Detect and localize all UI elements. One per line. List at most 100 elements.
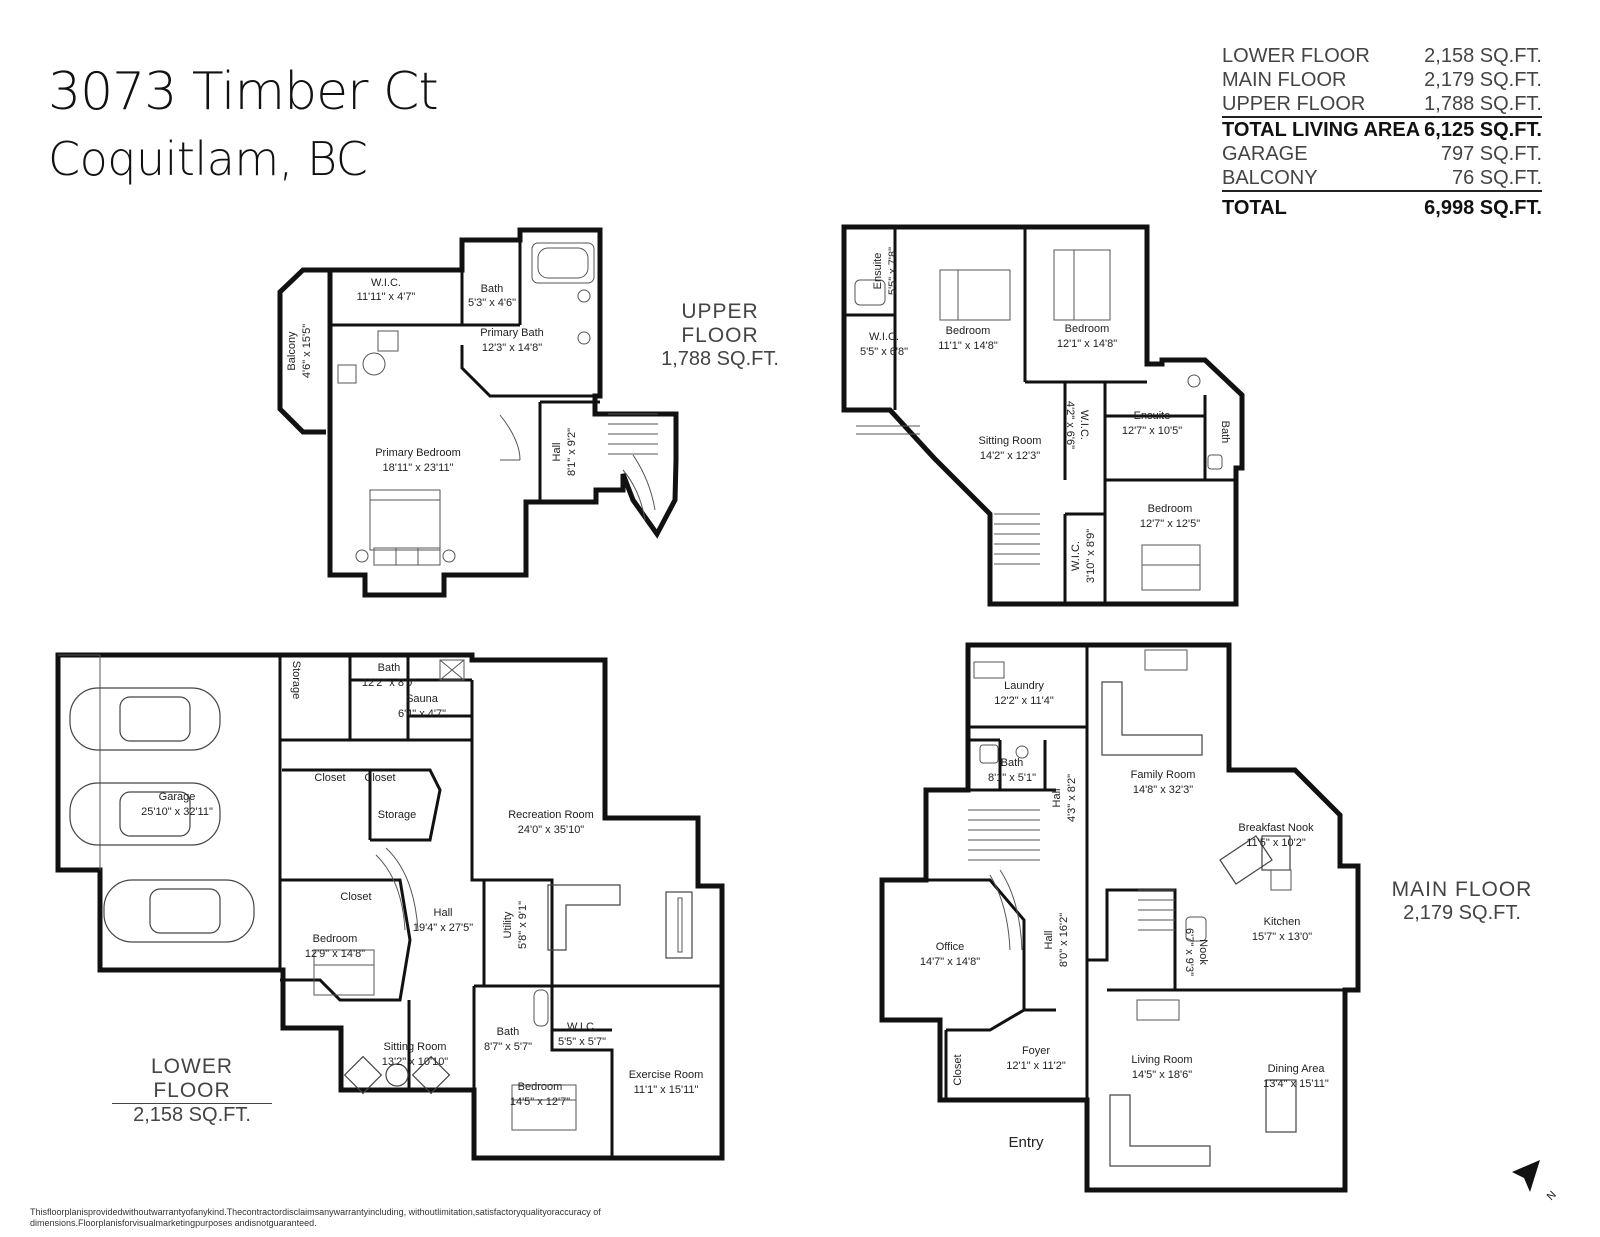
floor-area: 1,788 SQ.FT.	[661, 348, 779, 370]
room-dim: 12'1" x 11'2"	[1006, 1060, 1066, 1072]
room-dim: 4'2" x 6'6"	[1064, 401, 1076, 449]
room-name: Dining Area	[1268, 1063, 1326, 1075]
room-dim: 11'1" x 14'8"	[938, 340, 998, 352]
room-name: W.I.C.	[1070, 541, 1082, 571]
room-dim: 12'9" x 14'8"	[305, 948, 365, 960]
room-dim: 13'4" x 15'11"	[1263, 1078, 1329, 1090]
room-name: Closet	[340, 891, 371, 903]
room-dim: 4'6" x 15'5"	[301, 324, 313, 378]
room-name: Bath	[481, 283, 504, 295]
room-name: Sauna	[406, 693, 439, 705]
room-name: Primary Bath	[480, 327, 544, 339]
room-name: Balcony	[286, 331, 298, 371]
room-dim: 6'7" x 9'3"	[1183, 928, 1195, 976]
area-label: TOTAL	[1222, 197, 1287, 219]
room-dim: 13'2" x 10'10"	[382, 1056, 449, 1068]
room-name: W.I.C.	[1078, 410, 1090, 440]
car-icon	[103, 879, 255, 943]
area-value: 797 SQ.FT.	[1440, 143, 1542, 165]
room-dim: 19'4" x 27'5"	[413, 922, 473, 934]
room-name: Bedroom	[1065, 323, 1110, 335]
room-dim: 8'0" x 16'2"	[1058, 913, 1070, 967]
room-dim: 15'7" x 13'0"	[1252, 931, 1312, 943]
room-name: Nook	[1197, 939, 1209, 965]
room-name: Bath	[378, 662, 401, 674]
room-name: Hall	[1051, 789, 1063, 808]
address-line-2: Coquitlam, BC	[48, 132, 368, 186]
room-name: Bath	[497, 1026, 520, 1038]
room-name: Ensuite	[872, 253, 884, 290]
room-name: Hall	[434, 907, 453, 919]
room-name: Closet	[952, 1054, 964, 1085]
address-line-1: 3073 Timber Ct	[48, 62, 439, 122]
room-dim: 24'0" x 35'10"	[518, 824, 585, 836]
room-dim: 11'1" x 15'11"	[634, 1084, 699, 1096]
room-dim: 12'1" x 14'8"	[1057, 338, 1117, 350]
room-dim: 12'7" x 12'5"	[1140, 518, 1200, 530]
room-name: Storage	[290, 661, 302, 700]
room-dim: 8'7" x 5'7"	[484, 1041, 532, 1053]
room-dim: 5'3" x 4'6"	[468, 297, 516, 309]
upper-floor-primary-suite: W.I.C. 11'11" x 4'7" Bath 5'3" x 4'6" Pr…	[277, 227, 679, 598]
floor-area: 2,179 SQ.FT.	[1403, 902, 1521, 924]
area-row-garage: GARAGE 797 SQ.FT.	[1222, 142, 1542, 166]
room-name: Foyer	[1022, 1045, 1050, 1057]
room-name: Living Room	[1131, 1054, 1192, 1066]
area-label: BALCONY	[1222, 167, 1318, 189]
room-name: Sitting Room	[384, 1041, 447, 1053]
room-name: Storage	[378, 809, 417, 821]
area-label: MAIN FLOOR	[1222, 69, 1347, 91]
room-name: Office	[936, 941, 965, 953]
upper-floor-caption: UPPER FLOOR 1,788 SQ.FT.	[640, 300, 800, 371]
area-value: 6,998 SQ.FT.	[1424, 197, 1542, 219]
room-name: Family Room	[1131, 769, 1196, 781]
entry-label: Entry	[1008, 1134, 1044, 1151]
area-value: 76 SQ.FT.	[1451, 167, 1542, 189]
main-floor-caption: MAIN FLOOR 2,179 SQ.FT.	[1382, 878, 1542, 925]
room-dim: 12'2" x 8'0"	[362, 677, 416, 689]
room-name: Recreation Room	[508, 809, 594, 821]
area-row-lower: LOWER FLOOR 2,158 SQ.FT.	[1222, 44, 1542, 68]
floor-name: MAIN FLOOR	[1391, 878, 1533, 901]
room-dim: 14'8" x 32'3"	[1133, 784, 1193, 796]
room-dim: 5'5" x 6'8"	[860, 346, 908, 358]
room-dim: 6'4" x 4'7"	[398, 708, 446, 720]
room-dim: 4'3" x 8'2"	[1066, 774, 1078, 822]
room-name: Kitchen	[1264, 916, 1301, 928]
room-dim: 5'8" x 9'1"	[517, 901, 529, 949]
room-name: Utility	[502, 911, 514, 938]
area-value: 6,125 SQ.FT.	[1424, 119, 1542, 141]
room-dim: 11'11" x 4'7"	[357, 291, 416, 303]
room-dim: 5'5" x 7'8"	[887, 247, 899, 295]
area-label: GARAGE	[1222, 143, 1308, 165]
compass-label: N	[1545, 1189, 1559, 1203]
room-name: Garage	[159, 791, 196, 803]
room-name: Ensuite	[1134, 410, 1171, 422]
room-name: Breakfast Nook	[1238, 822, 1314, 834]
room-name: Exercise Room	[629, 1069, 704, 1081]
main-floor-plan: Laundry 12'2" x 11'4" Bath 8'1" x 5'1" H…	[879, 642, 1361, 1193]
room-name: Bedroom	[313, 933, 358, 945]
room-dim: 12'3" x 14'8"	[482, 342, 542, 354]
area-value: 2,158 SQ.FT.	[1424, 45, 1542, 67]
floor-name: LOWER FLOOR	[112, 1055, 272, 1104]
lower-floor-caption: LOWER FLOOR 2,158 SQ.FT.	[112, 1055, 272, 1127]
upper-floor-bedrooms: Ensuite 5'5" x 7'8" W.I.C. 5'5" x 6'8" B…	[841, 224, 1245, 607]
area-row-balcony: BALCONY 76 SQ.FT.	[1222, 166, 1542, 192]
room-name: Bedroom	[946, 325, 991, 337]
area-label: TOTAL LIVING AREA	[1222, 119, 1421, 141]
room-name: Sitting Room	[979, 435, 1042, 447]
floor-area: 2,158 SQ.FT.	[133, 1104, 251, 1126]
room-name: Hall	[551, 443, 563, 462]
lower-floor-plan: Storage Bath 12'2" x 8'0" Sauna 6'4" x 4…	[55, 652, 725, 1161]
room-name: W.I.C.	[567, 1021, 597, 1033]
room-dim: 14'2" x 12'3"	[980, 450, 1040, 462]
area-label: UPPER FLOOR	[1222, 93, 1366, 115]
room-dim: 8'1" x 9'2"	[566, 428, 578, 476]
area-label: LOWER FLOOR	[1222, 45, 1370, 67]
room-dim: 8'1" x 5'1"	[988, 772, 1036, 784]
